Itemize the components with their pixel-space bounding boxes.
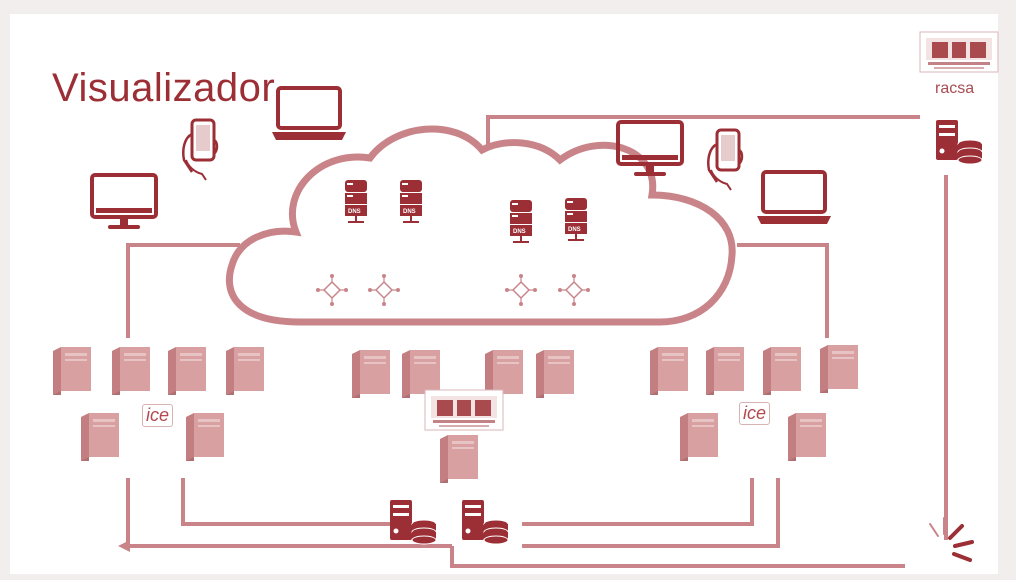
tower-server-icon (706, 347, 744, 395)
racsa-logo: racsa (935, 80, 975, 97)
tower-server-icon (440, 435, 478, 483)
link-right-bottom-outer (522, 478, 780, 548)
tower-server-icon (352, 350, 390, 398)
ice-logo: ice (142, 404, 174, 427)
ice-logo: ice (739, 402, 771, 425)
link-center-bottom (450, 546, 905, 568)
tower-server-icon (226, 347, 264, 395)
ese-logo (424, 389, 504, 431)
tower-server-icon (112, 347, 150, 395)
dns-server-icon: DNS (509, 199, 533, 243)
svg-text:DNS: DNS (568, 227, 581, 233)
link-left-cloud (126, 243, 240, 338)
burst-icon (929, 517, 974, 562)
page-title: Visualizador (52, 66, 276, 110)
link-right-bottom-inner (522, 478, 754, 526)
tower-server-icon (763, 347, 801, 395)
desktop-monitor-icon (90, 173, 158, 231)
tower-server-icon (536, 350, 574, 398)
svg-text:DNS: DNS (348, 209, 361, 215)
svg-text:DNS: DNS (513, 229, 526, 235)
server-database-icon (461, 499, 509, 545)
link-left-bottom-inner (181, 478, 392, 526)
laptop-icon (755, 170, 833, 226)
server-database-icon (389, 499, 437, 545)
tower-server-icon (81, 413, 119, 461)
svg-text:DNS: DNS (403, 209, 416, 215)
dns-server-icon: DNS (564, 197, 588, 241)
tower-server-icon (186, 413, 224, 461)
cloud (225, 125, 736, 326)
dns-server-icon: DNS (344, 179, 368, 223)
laptop-icon (270, 86, 348, 142)
smartphone-in-hand-icon (181, 118, 219, 182)
link-right-cloud (737, 243, 829, 338)
dns-server-icon: DNS (399, 179, 423, 223)
smartphone-in-hand-icon (706, 128, 744, 192)
tower-server-icon (680, 413, 718, 461)
ese-logo (919, 31, 999, 73)
tower-server-icon (788, 413, 826, 461)
tower-server-icon (53, 347, 91, 395)
server-database-icon (935, 119, 983, 165)
tower-server-icon (820, 345, 858, 393)
tower-server-icon (168, 347, 206, 395)
tower-server-icon (650, 347, 688, 395)
arrow-left (118, 540, 130, 552)
